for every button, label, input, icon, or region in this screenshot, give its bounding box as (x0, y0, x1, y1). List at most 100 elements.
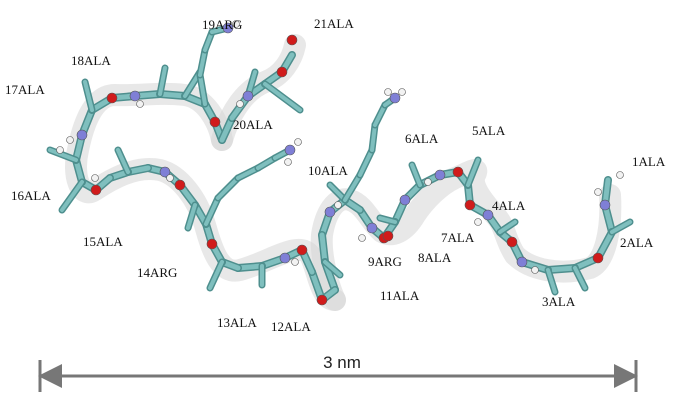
bond-stick (410, 163, 422, 187)
residue-label-16: 16ALA (11, 188, 51, 203)
residue-label-17: 17ALA (5, 82, 45, 97)
bond-stick (236, 166, 260, 180)
oxygen-atom (90, 184, 102, 196)
hydrogen-atom (474, 218, 482, 226)
hydrogen-atom (236, 100, 244, 108)
oxygen-atom (464, 199, 476, 211)
oxygen-atom (452, 166, 464, 178)
residue-label-13: 13ALA (217, 315, 257, 330)
nitrogen-atom (129, 90, 141, 102)
bond-stick (219, 115, 235, 143)
hydrogen-atom (136, 100, 144, 108)
bond-stick (216, 176, 240, 200)
ribbon-segment (65, 82, 346, 311)
hydrogen-atom (291, 258, 299, 266)
residue-label-5: 5ALA (472, 123, 506, 138)
hydrogen-atom (91, 174, 99, 182)
oxygen-atom (209, 116, 221, 128)
hydrogen-atom (166, 174, 174, 182)
bond-stick (573, 266, 587, 290)
residue-label-19: 19ARG (202, 17, 242, 32)
bond-stick (198, 48, 207, 77)
residue-label-7: 7ALA (441, 230, 475, 245)
residue-label-18: 18ALA (71, 53, 111, 68)
nitrogen-atom (159, 166, 171, 178)
oxygen-atom (296, 244, 308, 256)
scale-bar-label: 3 nm (323, 353, 361, 372)
hydrogen-atom (232, 20, 240, 28)
residue-label-15: 15ALA (83, 234, 123, 249)
hydrogen-atom (66, 136, 74, 144)
bond-stick (358, 148, 374, 177)
bond-stick (116, 148, 130, 174)
scale-bar: 3 nm (38, 353, 638, 392)
hydrogen-atom (424, 178, 432, 186)
hydrogen-atom (56, 146, 64, 154)
residue-label-8: 8ALA (418, 250, 452, 265)
residue-label-1: 1ALA (632, 154, 666, 169)
oxygen-atom (286, 34, 298, 46)
oxygen-atom (106, 92, 118, 104)
oxygen-atom (592, 252, 604, 264)
hydrogen-atom (398, 88, 406, 96)
oxygen-atom (382, 230, 394, 242)
residue-label-14: 14ARG (137, 265, 177, 280)
oxygen-atom (316, 294, 328, 306)
nitrogen-atom (389, 92, 401, 104)
nitrogen-atom (284, 144, 296, 156)
residue-label-11: 11ALA (380, 288, 420, 303)
bond-stick (60, 180, 84, 212)
nitrogen-atom (76, 129, 88, 141)
hydrogen-atom (334, 201, 342, 209)
bond-stick (263, 82, 302, 112)
residue-label-layer: 1ALA 2ALA 3ALA 4ALA 5ALA 6ALA 7ALA 8ALA … (5, 16, 666, 334)
bond-stick (343, 173, 362, 202)
nitrogen-atom (366, 222, 378, 234)
residue-label-20: 20ALA (233, 117, 273, 132)
hydrogen-atom (284, 158, 292, 166)
bond-stick (545, 265, 578, 273)
hydrogen-atom (531, 266, 539, 274)
bond-stick (323, 260, 342, 277)
nitrogen-atom (324, 206, 336, 218)
atom-layer (56, 20, 624, 306)
bond-stick (235, 263, 265, 271)
hydrogen-atom (358, 234, 366, 242)
bond-stick (204, 196, 220, 226)
bond-stick (158, 66, 167, 96)
bond-stick (546, 268, 557, 294)
nitrogen-atom (482, 209, 494, 221)
oxygen-atom (206, 238, 218, 250)
nitrogen-atom (599, 199, 611, 211)
bond-stick (498, 220, 517, 234)
nitrogen-atom (222, 22, 234, 34)
oxygen-atom (276, 66, 288, 78)
hydrogen-atom (616, 171, 624, 179)
nitrogen-atom (279, 252, 291, 264)
oxygen-atom (506, 236, 518, 248)
bond-stick (319, 232, 328, 265)
bond-stick (373, 103, 387, 127)
residue-label-12: 12ALA (271, 319, 311, 334)
bond-stick (208, 260, 224, 290)
bond-stick (610, 220, 632, 234)
hydrogen-atom (294, 138, 302, 146)
scale-bar-left-arrowhead (38, 364, 62, 388)
residue-label-6: 6ALA (405, 131, 439, 146)
residue-label-3: 3ALA (542, 294, 576, 309)
bond-stick (466, 158, 480, 187)
nitrogen-atom (399, 194, 411, 206)
bond-stick (198, 73, 207, 106)
residue-label-10: 10ALA (308, 163, 348, 178)
residue-label-9: 9ARG (368, 254, 402, 269)
residue-label-4: 4ALA (492, 198, 526, 213)
bond-stick (186, 203, 197, 230)
oxygen-atom (174, 179, 186, 191)
scale-bar-right-arrowhead (614, 364, 638, 388)
nitrogen-atom (434, 169, 446, 181)
bond-stick (157, 91, 188, 99)
nitrogen-atom (516, 256, 528, 268)
bond-stick (378, 216, 397, 224)
bond-stick (370, 123, 377, 152)
